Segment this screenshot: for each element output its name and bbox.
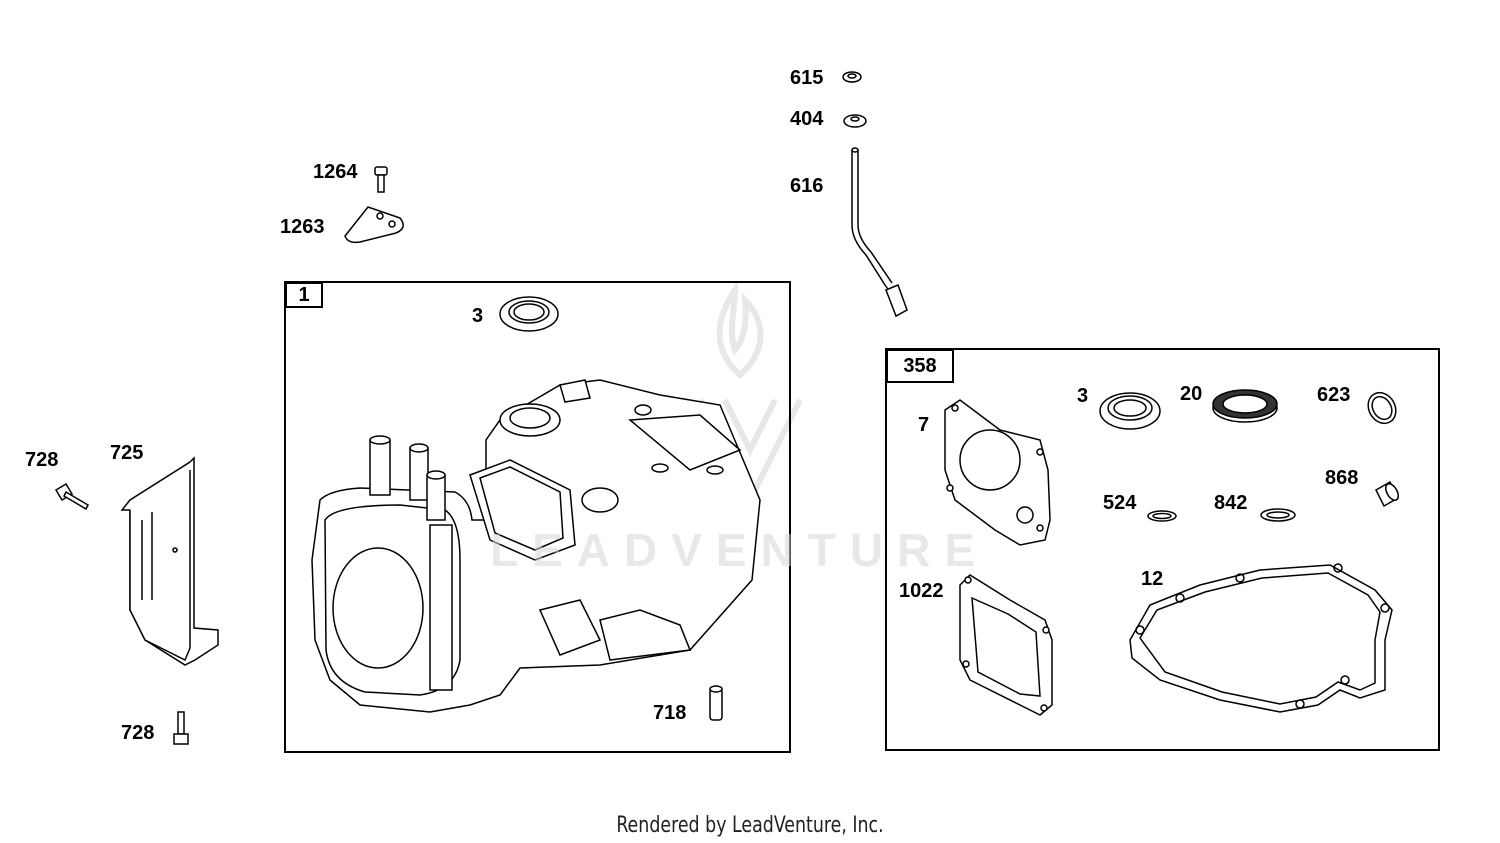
callout-3-gasket-set[interactable]: 3: [1077, 385, 1089, 407]
assembly-box-1: [284, 281, 791, 753]
callout-616[interactable]: 616: [790, 175, 824, 197]
assembly-tag-1[interactable]: 1: [285, 282, 323, 308]
callout-404[interactable]: 404: [790, 108, 824, 130]
callout-20[interactable]: 20: [1180, 383, 1203, 405]
part-1263-bracket-icon[interactable]: [344, 206, 404, 244]
part-623-o-ring-icon[interactable]: [1363, 388, 1402, 429]
part-616-dipstick-tube-icon[interactable]: [851, 147, 908, 318]
part-3-seal-icon[interactable]: [1099, 392, 1161, 430]
part-728-bolt-lower-icon[interactable]: [173, 711, 189, 745]
part-524-seal-ring-icon[interactable]: [1147, 510, 1177, 522]
footer-credit: Rendered by LeadVenture, Inc.: [616, 813, 884, 838]
part-7-head-gasket-icon[interactable]: [944, 399, 1051, 546]
callout-3-engine[interactable]: 3: [472, 305, 484, 327]
callout-615[interactable]: 615: [790, 67, 824, 89]
part-1264-bolt-icon[interactable]: [374, 166, 388, 193]
callout-12[interactable]: 12: [1141, 568, 1164, 590]
part-728-bolt-icon[interactable]: [54, 482, 89, 511]
part-3-oil-seal-icon[interactable]: [499, 296, 559, 332]
part-718-dowel-pin-icon[interactable]: [709, 685, 723, 721]
callout-1022[interactable]: 1022: [899, 580, 944, 602]
callout-725[interactable]: 725: [110, 442, 144, 464]
callout-7[interactable]: 7: [918, 414, 930, 436]
callout-524[interactable]: 524: [1103, 492, 1137, 514]
callout-842[interactable]: 842: [1214, 492, 1248, 514]
part-404-washer-icon[interactable]: [843, 114, 867, 128]
callout-1263[interactable]: 1263: [280, 216, 325, 238]
callout-718[interactable]: 718: [653, 702, 687, 724]
part-12-gasket-icon[interactable]: [1129, 563, 1393, 713]
part-868-plug-icon[interactable]: [1375, 480, 1401, 508]
callout-1264[interactable]: 1264: [313, 161, 358, 183]
callout-623[interactable]: 623: [1317, 384, 1351, 406]
assembly-tag-358[interactable]: 358: [886, 349, 954, 383]
callout-728-upper[interactable]: 728: [25, 449, 59, 471]
callout-728-lower[interactable]: 728: [121, 722, 155, 744]
callout-868[interactable]: 868: [1325, 467, 1359, 489]
part-725-shield-icon[interactable]: [120, 456, 219, 666]
assembly-box-358: [885, 348, 1440, 751]
part-615-nut-icon[interactable]: [842, 71, 862, 83]
watermark-text: LEADVENTURE: [490, 524, 990, 576]
part-20-seal-icon[interactable]: [1212, 389, 1278, 423]
engine-block-icon[interactable]: [311, 379, 761, 713]
part-1022-gasket-icon[interactable]: [959, 574, 1053, 716]
part-842-seal-ring-icon[interactable]: [1260, 508, 1296, 522]
